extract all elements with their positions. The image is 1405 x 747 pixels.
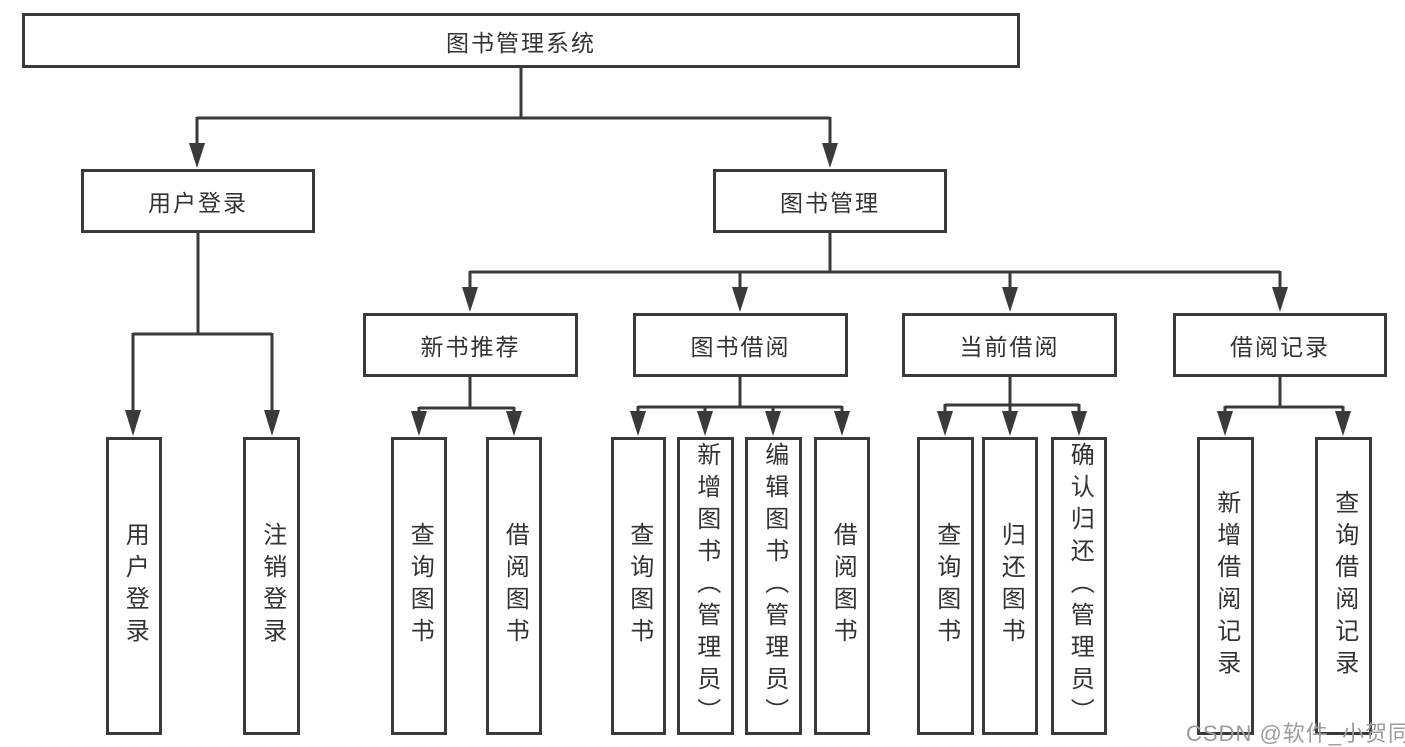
leaf-edit-book: 编辑图书（管理员） <box>745 437 802 735</box>
node-current-borrow: 当前借阅 <box>902 313 1117 377</box>
leaf-book-borrow-borrow-book: 借阅图书 <box>814 437 870 735</box>
leaf-user-login: 用户登录 <box>106 437 162 735</box>
leaf-add-book: 新增图书（管理员） <box>677 437 734 735</box>
node-book-borrow: 图书借阅 <box>633 313 848 377</box>
node-book-mgmt-label: 图书管理 <box>780 190 880 216</box>
connector-book-borrow-children <box>630 377 850 436</box>
node-user-login: 用户登录 <box>81 169 315 233</box>
leaf-add-record-label: 新增借阅记录 <box>1212 490 1240 682</box>
leaf-query-record: 查询借阅记录 <box>1315 437 1372 735</box>
connector-root-to-level2 <box>189 68 838 168</box>
node-current-borrow-label: 当前借阅 <box>959 334 1060 360</box>
node-borrow-record: 借阅记录 <box>1173 313 1387 377</box>
node-root-label: 图书管理系统 <box>446 29 596 56</box>
leaf-borrow-book-label: 借阅图书 <box>501 522 529 650</box>
leaf-add-record: 新增借阅记录 <box>1197 437 1254 735</box>
node-user-login-label: 用户登录 <box>148 190 248 216</box>
leaf-new-book-rec-query-book: 查询图书 <box>391 437 447 735</box>
node-new-book-rec: 新书推荐 <box>363 313 578 377</box>
leaf-edit-book-label: 编辑图书（管理员） <box>760 442 788 730</box>
leaf-user-login-label: 用户登录 <box>121 522 149 650</box>
connector-book-mgmt-children <box>462 233 1288 312</box>
leaf-add-book-label: 新增图书（管理员） <box>692 442 720 730</box>
leaf-confirm-return: 确认归还（管理员） <box>1051 437 1107 735</box>
connector-user-login-children <box>125 233 280 436</box>
leaf-current-borrow-query-book: 查询图书 <box>917 437 974 735</box>
node-root: 图书管理系统 <box>22 13 1020 68</box>
leaf-return-book: 归还图书 <box>982 437 1038 735</box>
connector-borrow-record-children <box>1217 377 1351 436</box>
leaf-query-book-label: 查询图书 <box>406 522 434 650</box>
leaf-return-book-label: 归还图书 <box>997 522 1025 650</box>
leaf-new-book-rec-borrow-book: 借阅图书 <box>486 437 542 735</box>
leaf-logout-label: 注销登录 <box>258 522 286 650</box>
connector-new-book-rec-children <box>411 377 522 436</box>
leaf-logout: 注销登录 <box>243 437 300 735</box>
node-book-borrow-label: 图书借阅 <box>690 334 791 360</box>
node-book-mgmt: 图书管理 <box>713 169 947 233</box>
leaf-confirm-return-label: 确认归还（管理员） <box>1066 442 1094 730</box>
leaf-book-borrow-query-book: 查询图书 <box>611 437 666 735</box>
leaf-query-record-label: 查询借阅记录 <box>1330 490 1358 682</box>
node-new-book-rec-label: 新书推荐 <box>420 334 521 360</box>
leaf-query-book-label: 查询图书 <box>625 522 653 650</box>
node-borrow-record-label: 借阅记录 <box>1230 334 1330 360</box>
leaf-borrow-book-label: 借阅图书 <box>829 522 857 650</box>
watermark: CSDN @软件_小贺同学 <box>1186 721 1405 746</box>
leaf-query-book-label: 查询图书 <box>932 522 960 650</box>
connector-current-borrow-children <box>937 377 1087 436</box>
